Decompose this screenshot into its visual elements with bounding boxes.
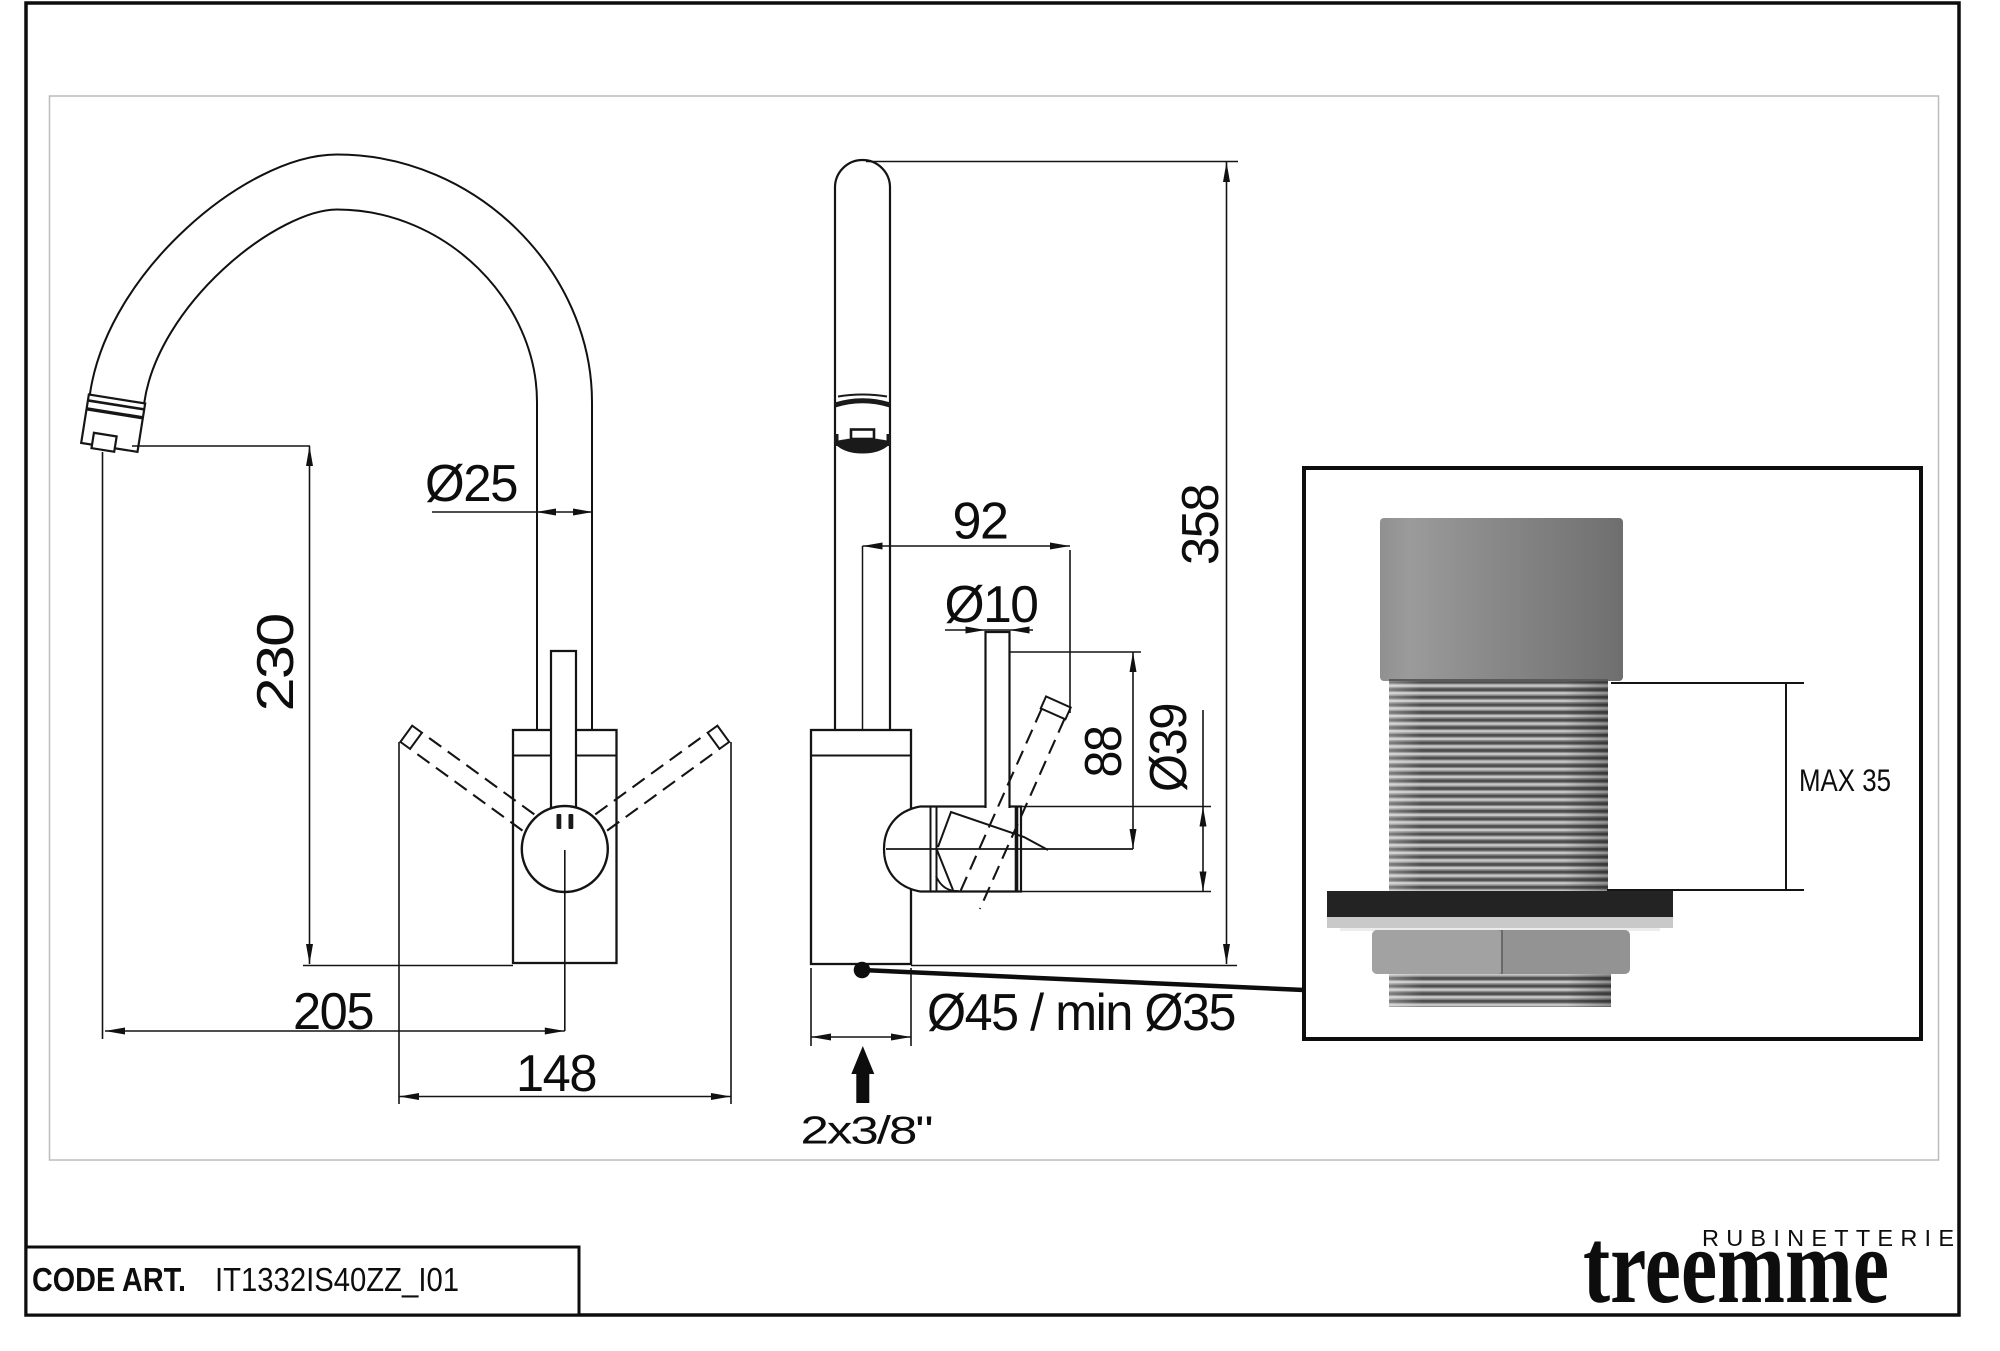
svg-text:2x3/8": 2x3/8" <box>801 1110 933 1153</box>
svg-text:358: 358 <box>1172 485 1230 565</box>
svg-text:IT1332IS40ZZ_I01: IT1332IS40ZZ_I01 <box>215 1261 459 1298</box>
svg-text:Ø10: Ø10 <box>945 576 1038 634</box>
svg-text:92: 92 <box>953 493 1008 551</box>
svg-text:Ø45 / min Ø35: Ø45 / min Ø35 <box>927 984 1235 1042</box>
svg-text:MAX 35: MAX 35 <box>1799 762 1891 798</box>
svg-text:Ø39: Ø39 <box>1140 704 1198 792</box>
svg-text:148: 148 <box>516 1045 596 1103</box>
svg-text:88: 88 <box>1075 727 1133 778</box>
svg-text:230: 230 <box>247 615 305 712</box>
svg-text:Ø25: Ø25 <box>425 455 517 513</box>
svg-text:205: 205 <box>293 983 373 1041</box>
svg-text:treemme: treemme <box>1583 1208 1889 1326</box>
svg-text:CODE ART.: CODE ART. <box>32 1262 186 1299</box>
